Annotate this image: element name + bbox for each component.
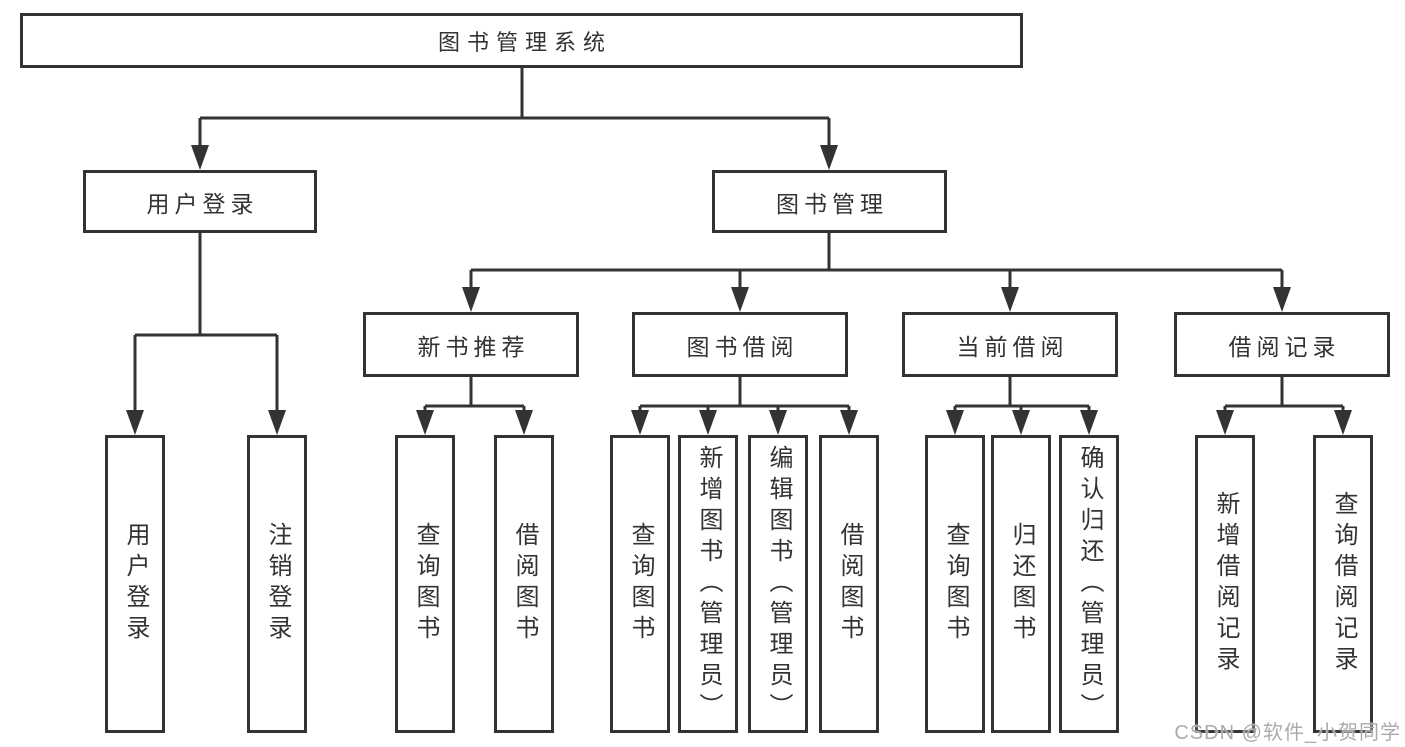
leaf-query-books-current: 查询图书 [925,435,985,733]
node-root-label: 图书管理系统 [437,29,612,55]
edge-book-management-to-level3 [462,233,1291,312]
node-borrow-records: 借阅记录 [1174,312,1390,377]
leaf-add-book-admin: 新增图书（管理员） [678,435,738,733]
leaf-edit-book-admin: 编辑图书（管理员） [748,435,808,733]
node-current-borrow: 当前借阅 [902,312,1118,377]
leaf-return-books-label: 归还图书 [1008,522,1035,646]
node-book-borrow-label: 图书借阅 [686,333,799,360]
node-book-management-label: 图书管理 [776,190,888,217]
leaf-confirm-return-admin: 确认归还（管理员） [1059,435,1119,733]
node-borrow-records-label: 借阅记录 [1228,333,1341,360]
leaf-borrow-books-borrow: 借阅图书 [819,435,879,733]
leaf-query-borrow-record: 查询借阅记录 [1313,435,1373,733]
node-current-borrow-label: 当前借阅 [956,333,1069,360]
edge-user-login-to-children [126,233,286,435]
leaf-add-borrow-record: 新增借阅记录 [1195,435,1255,733]
edge-book-borrow-to-children [631,377,858,435]
edge-root-to-level2 [191,68,838,170]
leaf-logout-login-label: 注销登录 [264,522,291,646]
node-root: 图书管理系统 [20,13,1023,68]
leaf-query-books-borrow-label: 查询图书 [627,522,654,646]
node-book-borrow: 图书借阅 [632,312,848,377]
leaf-add-book-admin-label: 新增图书（管理员） [695,444,722,724]
edge-new-book-recommend-to-children [416,377,533,435]
node-new-book-recommend-label: 新书推荐 [417,333,530,360]
edge-borrow-records-to-children [1216,377,1352,435]
leaf-borrow-books-recommend: 借阅图书 [494,435,554,733]
leaf-query-borrow-record-label: 查询借阅记录 [1330,491,1357,677]
leaf-borrow-books-recommend-label: 借阅图书 [511,522,538,646]
leaf-confirm-return-admin-label: 确认归还（管理员） [1076,444,1103,724]
node-user-login: 用户登录 [83,170,317,233]
leaf-query-books-recommend: 查询图书 [395,435,455,733]
leaf-user-login-label: 用户登录 [122,522,149,646]
leaf-return-books: 归还图书 [991,435,1051,733]
edge-current-borrow-to-children [946,377,1098,435]
leaf-logout-login: 注销登录 [247,435,307,733]
leaf-user-login: 用户登录 [105,435,165,733]
node-user-login-label: 用户登录 [146,190,259,217]
leaf-query-books-borrow: 查询图书 [610,435,670,733]
watermark: CSDN @软件_小贺同学 [1174,722,1401,744]
leaf-query-books-recommend-label: 查询图书 [412,522,439,646]
leaf-borrow-books-borrow-label: 借阅图书 [836,522,863,646]
leaf-edit-book-admin-label: 编辑图书（管理员） [765,444,792,724]
leaf-query-books-current-label: 查询图书 [942,522,969,646]
node-book-management: 图书管理 [712,170,947,233]
node-new-book-recommend: 新书推荐 [363,312,579,377]
leaf-add-borrow-record-label: 新增借阅记录 [1212,491,1239,677]
